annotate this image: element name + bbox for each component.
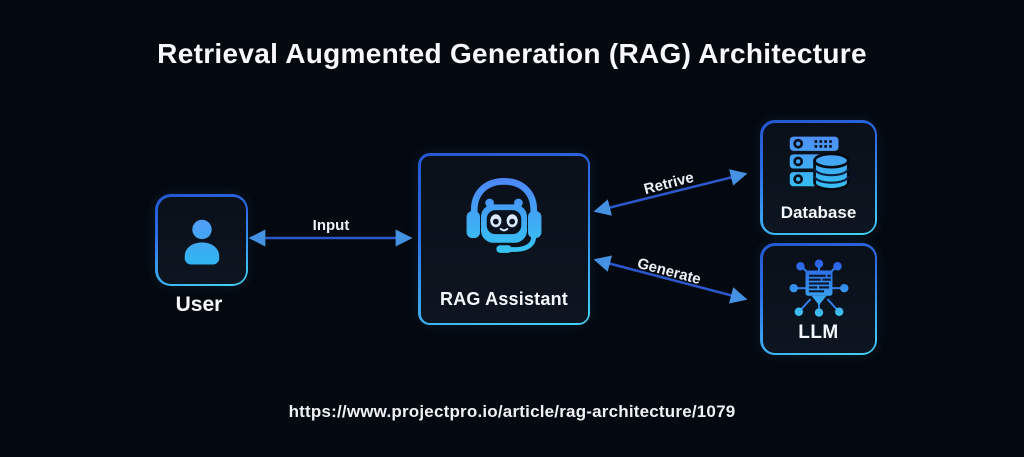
retrieve-arrow — [593, 169, 748, 216]
chip-network-icon — [789, 259, 848, 317]
source-url: https://www.projectpro.io/article/rag-ar… — [288, 402, 736, 421]
node-llm: LLM — [760, 243, 877, 355]
generate-arrow — [593, 255, 748, 304]
diagram-title: Retrieval Augmented Generation (RAG) Arc… — [157, 38, 867, 69]
node-label-llm: LLM — [798, 321, 839, 343]
node-database: Database — [760, 120, 877, 235]
node-database-body: Database — [762, 122, 875, 233]
server-database-icon — [789, 136, 850, 191]
node-label-user: User — [175, 293, 223, 316]
user-icon — [184, 219, 219, 265]
edge-label-input: Input — [312, 217, 350, 234]
node-rag-body: RAG Assistant — [420, 155, 588, 323]
robot-headset-icon — [466, 177, 542, 253]
node-user — [155, 194, 248, 286]
node-user-body — [157, 196, 246, 284]
node-label-database: Database — [780, 202, 857, 222]
node-llm-body: LLM — [762, 245, 875, 353]
node-rag-assistant: RAG Assistant — [418, 153, 590, 325]
node-label-rag: RAG Assistant — [440, 288, 568, 309]
